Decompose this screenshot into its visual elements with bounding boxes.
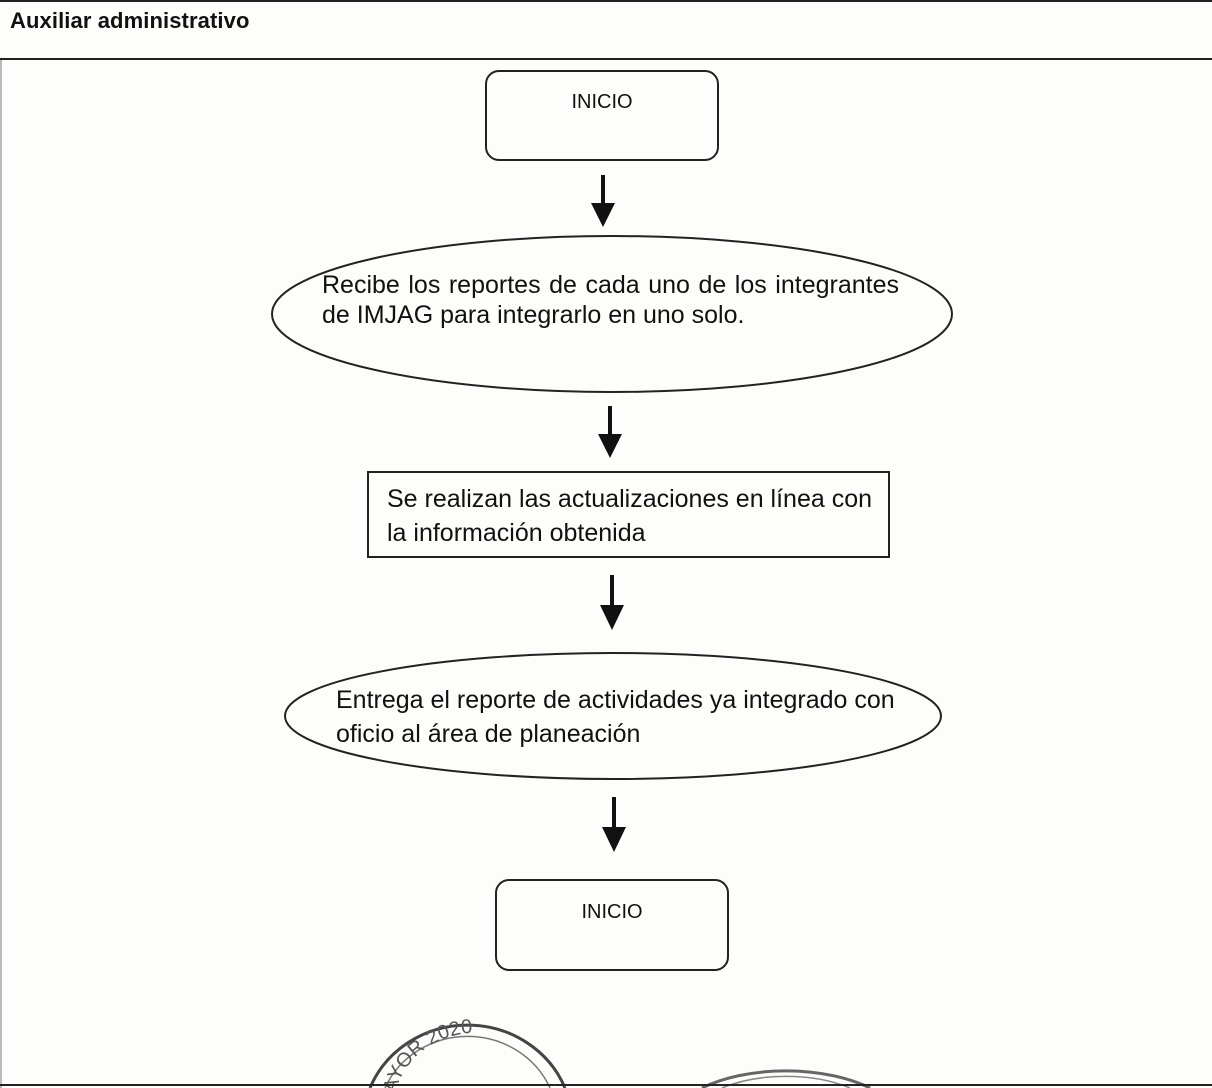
step1-text: Recibe los reportes de cada uno de los i… (322, 271, 899, 329)
left-margin-rule (0, 60, 2, 1088)
start-label: INICIO (571, 91, 633, 113)
process-box-step2: Se realizan las actualizaciones en línea… (367, 471, 890, 558)
arrow-step1-to-step2 (598, 406, 622, 458)
stamp-text: MAYOR 2020 (377, 1016, 473, 1088)
arrow-step3-to-end (602, 797, 626, 852)
official-seal-stamp-2 (701, 1069, 871, 1088)
process-oval-step1 (271, 235, 953, 393)
header-band: Auxiliar administrativo (0, 0, 1212, 60)
section-title: Auxiliar administrativo (10, 8, 250, 33)
end-label: INICIO (581, 901, 643, 923)
arrow-step2-to-step3 (600, 575, 624, 630)
official-seal-stamp: MAYOR 2020 (368, 1016, 567, 1088)
start-node: INICIO (485, 70, 719, 161)
step2-text: Se realizan las actualizaciones en línea… (387, 485, 873, 547)
svg-text:MAYOR 2020: MAYOR 2020 (377, 1016, 473, 1088)
process-oval-step3 (284, 652, 942, 780)
end-node: INICIO (495, 879, 729, 971)
step3-text: Entrega el reporte de actividades ya int… (336, 686, 895, 748)
arrow-start-to-step1 (591, 175, 615, 227)
